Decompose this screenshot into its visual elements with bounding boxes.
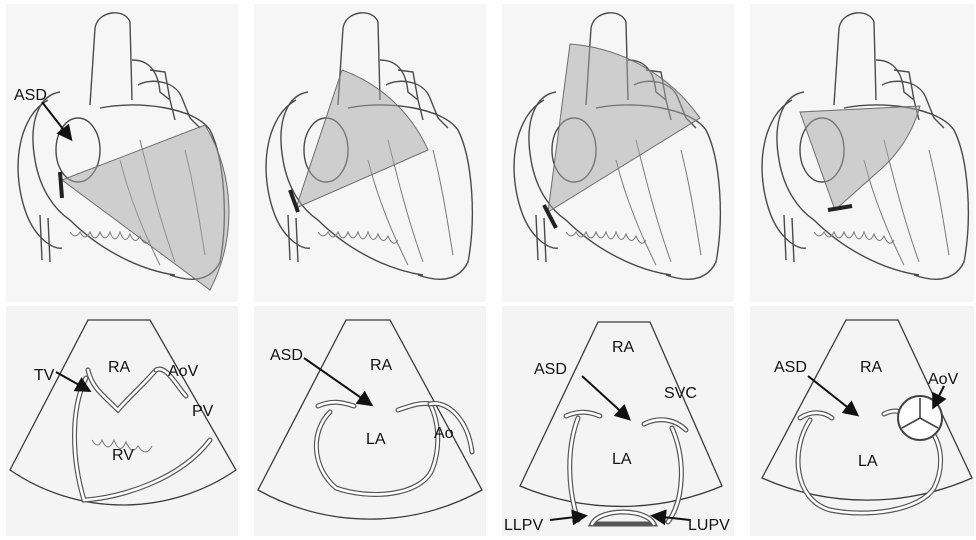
panel-a-pv-label: PV	[192, 403, 214, 420]
panel-c-llpv-label: LLPV	[504, 517, 543, 534]
panel-c-svc-label: SVC	[664, 385, 697, 402]
panel-d-ra-label: RA	[860, 359, 883, 376]
panel-a-aov-label: AoV	[168, 363, 199, 380]
panel-b-bottom-bg	[254, 306, 486, 536]
panel-a-bottom-bg	[6, 306, 238, 536]
panel-a-asd-label: ASD	[14, 87, 47, 104]
panel-c-la-label: LA	[612, 451, 632, 468]
panel-a-ra-label: RA	[108, 359, 131, 376]
panel-d-aov-label: AoV	[928, 371, 959, 388]
panel-b-asd-label: ASD	[270, 347, 303, 364]
panel-b-la-label: LA	[366, 431, 386, 448]
panel-c-lupv-label: LUPV	[688, 517, 730, 534]
panel-a-tv-label: TV	[34, 367, 55, 384]
panel-a-probe	[60, 172, 62, 198]
panel-b-ra-label: RA	[370, 357, 393, 374]
panel-c-asd-label: ASD	[534, 361, 567, 378]
panel-d-la-label: LA	[858, 453, 878, 470]
panel-b-ao-label: Ao	[434, 425, 454, 442]
panel-c-ra-label: RA	[612, 339, 635, 356]
panel-d-asd-label: ASD	[774, 359, 807, 376]
panel-a-rv-label: RV	[112, 447, 134, 464]
